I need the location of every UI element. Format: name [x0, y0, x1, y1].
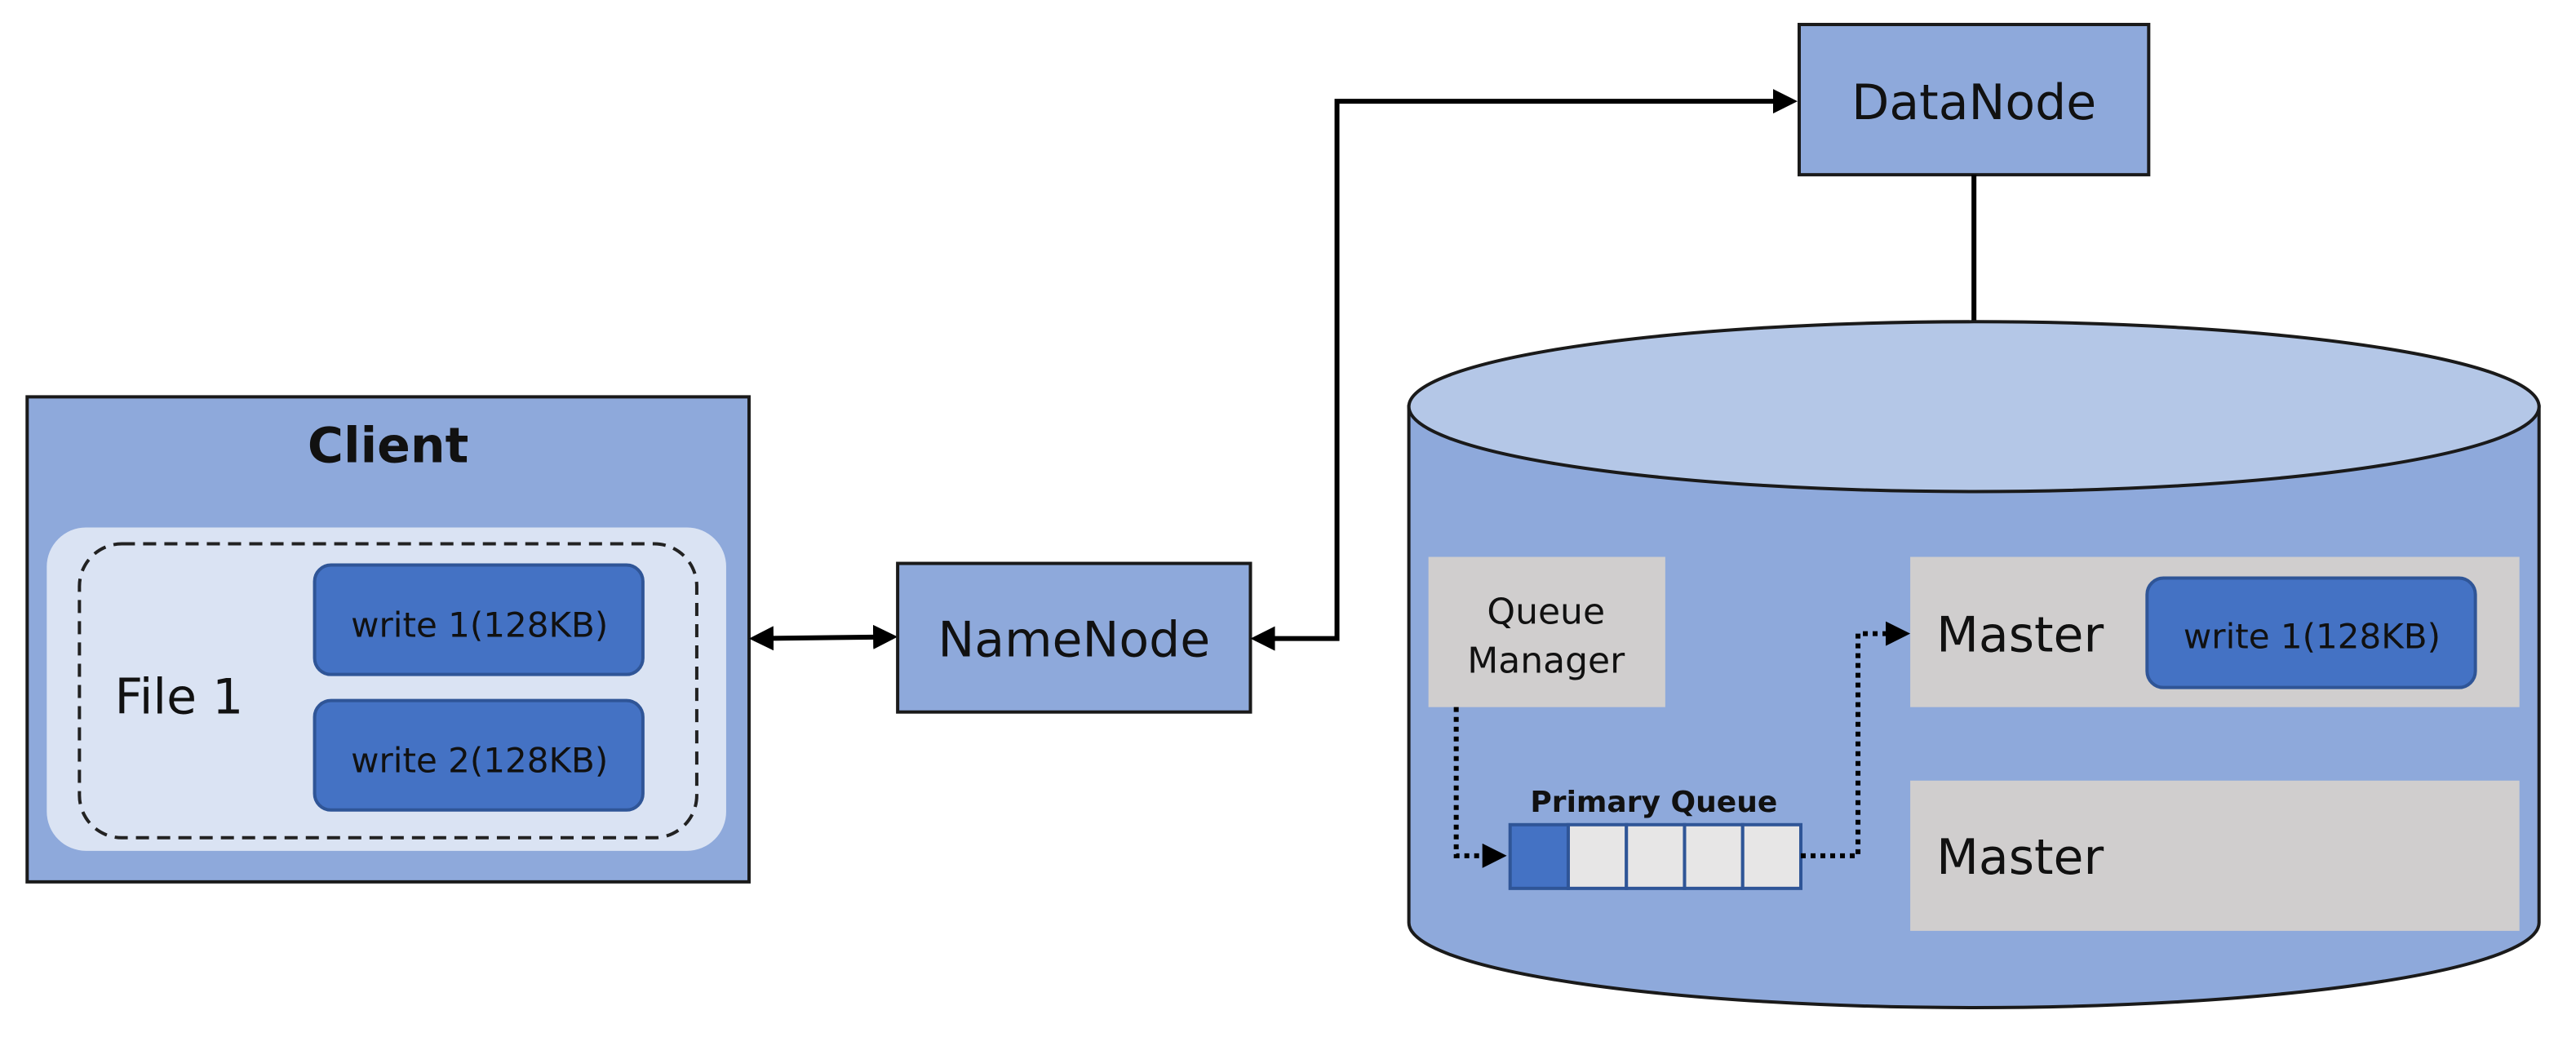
queue-slot — [1683, 822, 1745, 890]
primary-queue-slots — [1508, 822, 1802, 890]
client-write-block-1: write 1(128KB) — [313, 563, 645, 676]
master-write-block — [2145, 576, 2477, 689]
queue-slot — [1566, 822, 1629, 890]
queue-manager-label-line1: Queue — [1487, 592, 1605, 633]
client-title: Client — [308, 417, 468, 474]
queue-manager-to-queue-connector — [1453, 707, 1507, 868]
namenode-label: NameNode — [938, 612, 1210, 669]
file-label: File 1 — [115, 669, 244, 726]
namenode-datanode-connector — [1250, 89, 1798, 651]
datanode-box: DataNode — [1797, 23, 2151, 177]
master-panel-1: Master write 1(128KB) — [1910, 556, 2520, 707]
file-dashed-outline — [78, 542, 698, 840]
namenode-box: NameNode — [896, 561, 1253, 714]
master-panel-2: Master — [1910, 780, 2520, 931]
queue-slot — [1508, 822, 1570, 890]
primary-queue-label: Primary Queue — [1530, 786, 1777, 819]
client-write-label-2: write 2(128KB) — [351, 741, 608, 781]
queue-manager-label-line2: Manager — [1467, 640, 1625, 682]
queue-slot — [1740, 822, 1802, 890]
client-write-block-2: write 2(128KB) — [313, 698, 645, 812]
master-write-label: write 1(128KB) — [2184, 617, 2441, 657]
master-label-2: Master — [1936, 829, 2104, 886]
datanode-label: DataNode — [1851, 74, 2096, 131]
client-namenode-connector — [748, 624, 898, 651]
primary-queue: Primary Queue — [1508, 786, 1802, 890]
master-label-1: Master — [1936, 607, 2104, 664]
queue-to-master-connector — [1800, 621, 1911, 858]
client-write-label-1: write 1(128KB) — [351, 605, 608, 645]
queue-slot — [1625, 822, 1687, 890]
queue-manager-box: Queue Manager — [1428, 556, 1665, 707]
client-box: Client File 1 write 1(128KB) write 2(128… — [25, 395, 751, 884]
storage-cylinder-top — [1407, 320, 2541, 494]
